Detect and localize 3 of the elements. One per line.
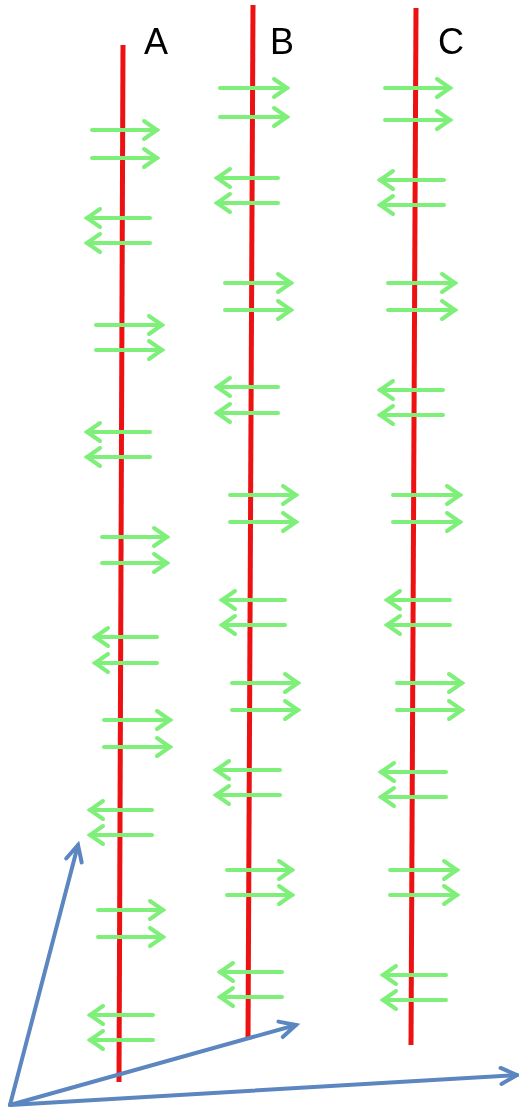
column-label: B [270,24,294,60]
column-label: C [438,24,464,60]
column-label: A [144,24,168,60]
